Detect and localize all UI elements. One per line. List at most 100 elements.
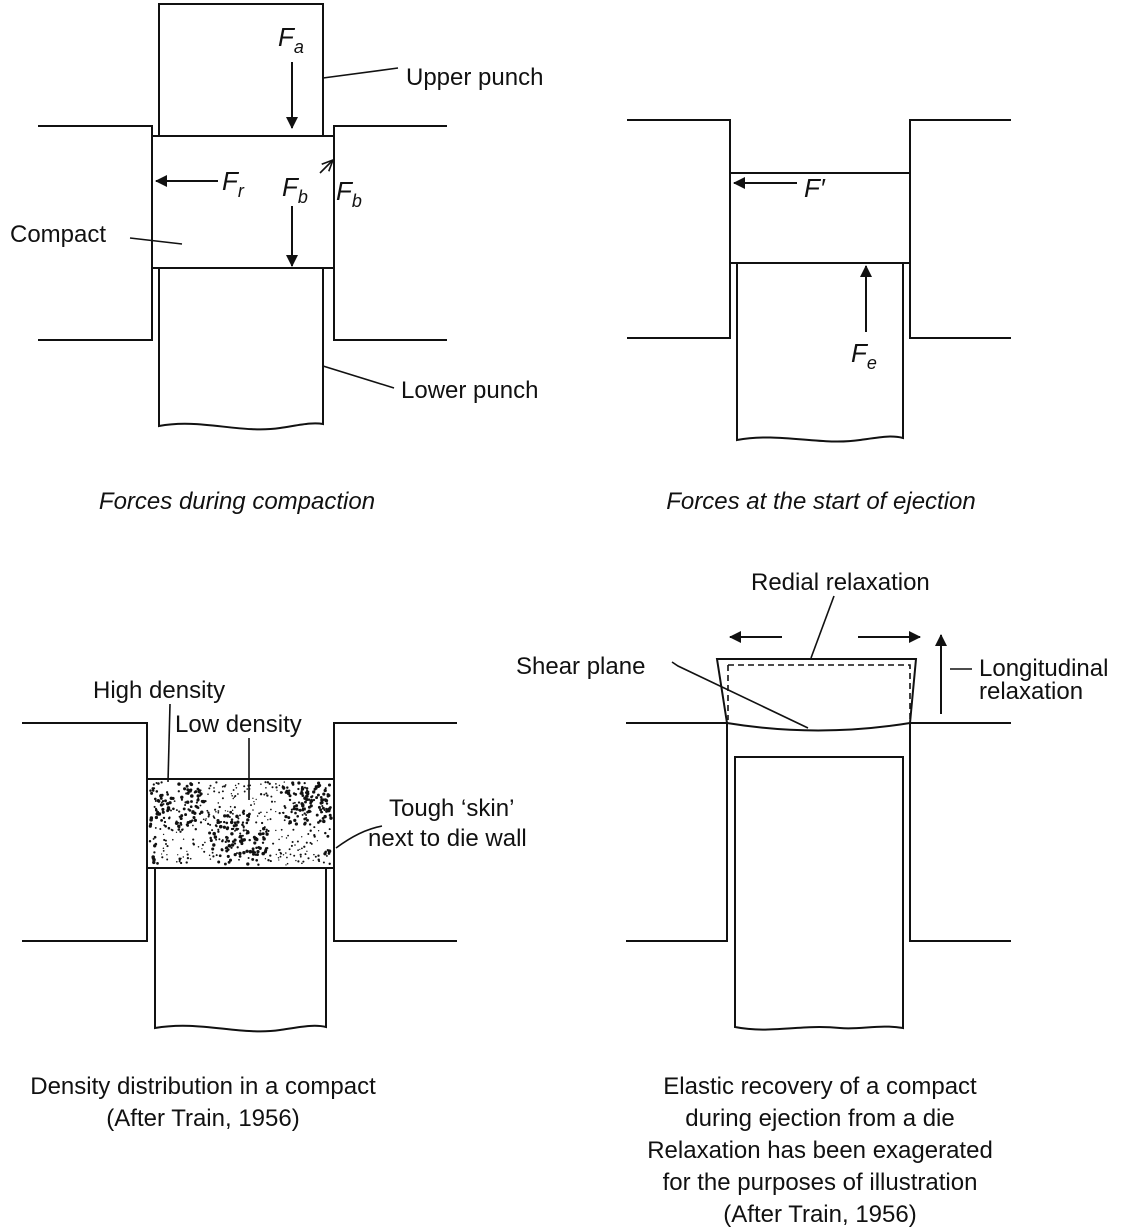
stipple-dot xyxy=(201,799,206,804)
stipple-dot xyxy=(238,851,242,856)
stipple-dot xyxy=(308,823,312,826)
stipple-dot xyxy=(259,829,262,832)
stipple-dot xyxy=(219,820,223,823)
stipple-dot xyxy=(160,818,164,822)
stipple-dot xyxy=(305,787,309,790)
stipple-dot xyxy=(286,791,291,796)
stipple-dot xyxy=(215,854,218,857)
stipple-dot xyxy=(193,791,197,794)
stipple-dot xyxy=(215,781,218,784)
stipple-dot xyxy=(307,857,310,860)
radial-relaxation-leader xyxy=(810,595,835,659)
stipple-dot xyxy=(246,862,250,866)
stipple-dot xyxy=(225,827,229,831)
stipple-dot xyxy=(309,841,312,844)
stipple-dot xyxy=(295,859,297,862)
stipple-dot xyxy=(217,802,220,804)
stipple-dot xyxy=(246,829,250,833)
stipple-dot xyxy=(275,810,277,813)
stipple-dot xyxy=(192,815,196,820)
stipple-dot xyxy=(226,848,230,851)
stipple-dot xyxy=(312,798,316,802)
stipple-dot xyxy=(320,798,324,802)
stipple-dot xyxy=(224,784,227,786)
stipple-dot xyxy=(282,811,285,815)
stipple-dot xyxy=(231,812,234,815)
stipple-dot xyxy=(234,784,237,787)
stipple-dot xyxy=(260,821,264,825)
stipple-dot xyxy=(224,846,228,850)
stipple-dot xyxy=(291,840,294,844)
stipple-dot xyxy=(297,781,301,785)
stipple-dot xyxy=(303,845,306,848)
stipple-dot xyxy=(278,838,280,841)
stipple-dot xyxy=(204,819,207,822)
stipple-dot xyxy=(217,860,221,864)
stipple-dot xyxy=(279,855,282,858)
stipple-dot xyxy=(215,811,217,813)
stipple-dot xyxy=(263,826,266,829)
stipple-dot xyxy=(214,808,217,811)
stipple-dot xyxy=(276,789,278,791)
stipple-dot xyxy=(205,818,207,820)
stipple-dot xyxy=(267,859,270,862)
stipple-dot xyxy=(325,854,328,857)
stipple-dot xyxy=(256,815,259,817)
stipple-dot xyxy=(225,814,230,818)
stipple-dot xyxy=(283,804,286,808)
lower-punch xyxy=(158,268,324,431)
stipple-dot xyxy=(233,842,237,845)
stipple-dot xyxy=(325,802,329,805)
stipple-dot xyxy=(177,782,181,786)
stipple-dot xyxy=(224,810,227,812)
stipple-dot xyxy=(233,796,236,798)
stipple-dot xyxy=(163,820,167,824)
lower-punch xyxy=(736,263,904,443)
stipple-dot xyxy=(282,786,286,790)
stipple-dot xyxy=(231,809,234,812)
stipple-dot xyxy=(164,799,167,803)
stipple-dot xyxy=(186,856,190,860)
stipple-dot xyxy=(289,853,292,856)
lower-punch-leader xyxy=(322,365,395,389)
stipple-dot xyxy=(285,864,287,866)
stipple-dot xyxy=(168,817,171,820)
stipple-dot xyxy=(275,786,278,789)
stipple-dot xyxy=(157,813,159,816)
stipple-dot xyxy=(303,812,306,815)
stipple-dot xyxy=(215,838,218,841)
stipple-dot xyxy=(162,833,165,836)
stipple-dot xyxy=(299,848,301,851)
stipple-dot xyxy=(218,838,221,841)
stipple-dot xyxy=(154,815,159,820)
stipple-dot xyxy=(316,840,319,842)
stipple-dot xyxy=(208,787,211,790)
caption-elastic-line3: Relaxation has been exagerated xyxy=(647,1137,993,1164)
stipple-dot xyxy=(298,809,301,812)
stipple-dot xyxy=(178,810,181,813)
stipple-dot xyxy=(294,811,297,815)
relaxed-compact-outline xyxy=(715,658,918,732)
stipple-dot xyxy=(149,818,153,822)
radial-relaxation-label: Redial relaxation xyxy=(751,569,930,596)
stipple-dot xyxy=(204,841,206,844)
stipple-dot xyxy=(192,838,195,841)
stipple-dot xyxy=(161,856,164,859)
stipple-dot xyxy=(223,820,226,824)
stipple-dot xyxy=(186,788,190,792)
stipple-dot xyxy=(278,811,281,815)
stipple-dot xyxy=(315,813,319,817)
stipple-dot xyxy=(199,794,202,797)
stipple-dot xyxy=(177,790,180,793)
stipple-dot xyxy=(303,807,306,810)
stipple-dot xyxy=(279,852,283,855)
stipple-dot xyxy=(212,855,215,858)
lower-punch xyxy=(734,756,904,1031)
stipple-dot xyxy=(303,821,307,825)
stipple-dot xyxy=(322,819,326,824)
stipple-dot xyxy=(301,862,303,865)
stipple-dot xyxy=(316,793,320,797)
stipple-dot xyxy=(245,832,248,835)
stipple-dot xyxy=(190,794,194,798)
stipple-dot xyxy=(318,819,322,823)
